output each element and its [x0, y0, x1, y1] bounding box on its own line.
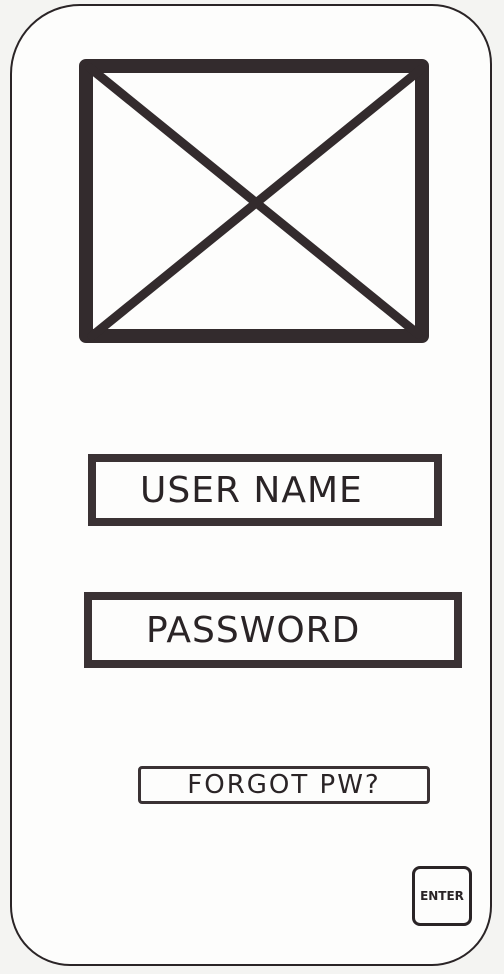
password-field[interactable] — [84, 592, 462, 668]
password-input[interactable] — [146, 600, 454, 660]
image-placeholder-icon — [78, 58, 430, 344]
enter-button[interactable]: ENTER — [412, 866, 472, 926]
username-field[interactable] — [88, 454, 442, 526]
forgot-password-link[interactable]: FORGOT PW? — [138, 766, 430, 804]
forgot-password-label: FORGOT PW? — [187, 770, 381, 800]
username-input[interactable] — [140, 462, 434, 518]
image-placeholder-frame — [79, 59, 429, 343]
image-placeholder-graphic — [79, 59, 429, 343]
image-placeholder-cross-b — [87, 65, 425, 341]
enter-button-label: ENTER — [420, 889, 464, 903]
